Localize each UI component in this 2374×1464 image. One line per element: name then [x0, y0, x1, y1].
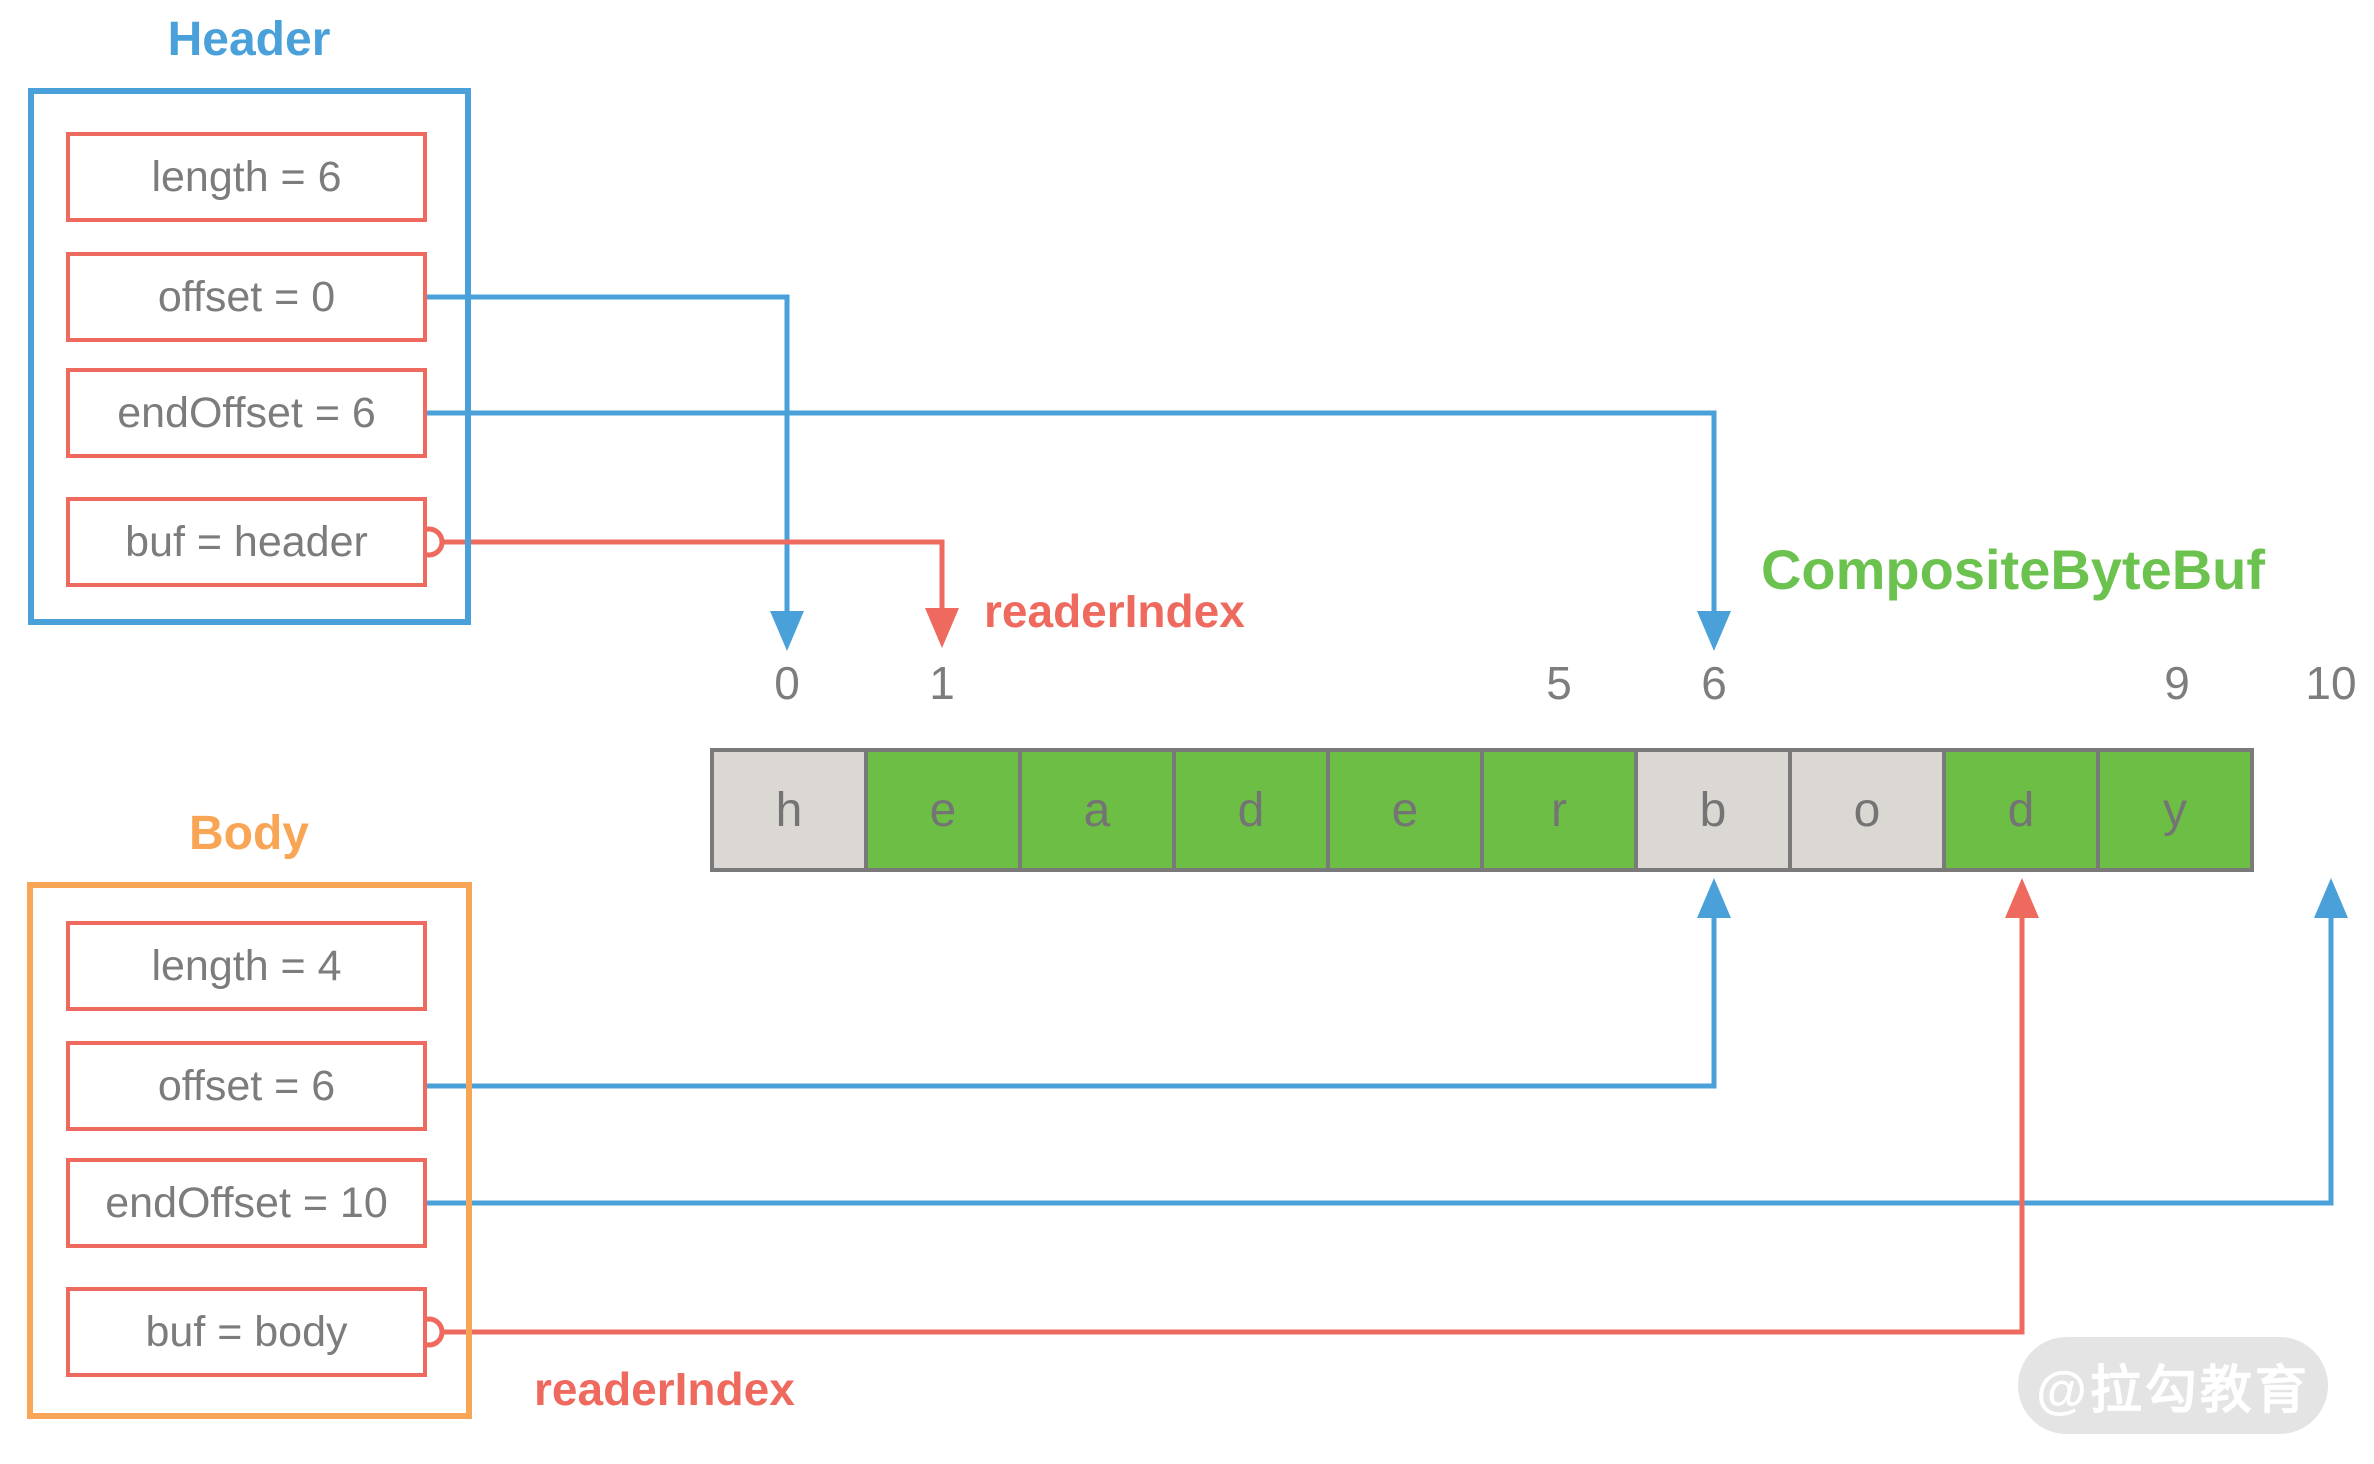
watermark-text: @拉勾教育	[2036, 1362, 2310, 1420]
header-buf-connector	[443, 539, 945, 608]
byte-cell: a	[1018, 752, 1172, 868]
index-label-0: 0	[774, 657, 800, 709]
composite-bytebuf-label: CompositeByteBuf	[1760, 538, 2266, 601]
body-panel-title: Body	[189, 807, 309, 860]
body-offset-connector	[427, 918, 1717, 1089]
header-field-endoffset: endOffset = 6	[66, 368, 427, 458]
index-label-10: 10	[2305, 657, 2357, 709]
byte-cell: d	[1172, 752, 1326, 868]
body-offset-arrowhead	[1697, 878, 1731, 918]
index-label-1: 1	[929, 657, 955, 709]
byte-cell: r	[1480, 752, 1634, 868]
header-offset-arrowhead	[770, 611, 804, 651]
index-label-5: 5	[1546, 657, 1572, 709]
body-field-offset: offset = 6	[66, 1041, 427, 1131]
reader-index-label-bottom: readerIndex	[534, 1363, 795, 1415]
byte-cell: o	[1788, 752, 1942, 868]
byte-cell: e	[1326, 752, 1480, 868]
header-panel-title: Header	[167, 13, 331, 66]
header-endoffset-arrowhead	[1697, 611, 1731, 651]
byte-cell: b	[1634, 752, 1788, 868]
header-buf-arrowhead	[925, 608, 959, 648]
byte-cell: d	[1942, 752, 2096, 868]
byte-cell: y	[2096, 752, 2250, 868]
body-panel-box	[27, 882, 472, 1419]
body-field-buf: buf = body	[66, 1287, 427, 1377]
reader-index-label-top: readerIndex	[984, 585, 1245, 637]
byte-cell: h	[714, 752, 864, 868]
byte-cell: e	[864, 752, 1018, 868]
header-field-buf: buf = header	[66, 497, 427, 587]
body-endoffset-arrowhead	[2314, 878, 2348, 918]
byte-array: h e a d e r b o d y	[710, 748, 2254, 872]
body-endoffset-connector	[427, 918, 2334, 1206]
index-label-6: 6	[1701, 657, 1727, 709]
header-panel-box	[28, 88, 471, 625]
header-endoffset-connector	[427, 410, 1717, 611]
header-offset-connector	[427, 294, 790, 611]
header-field-length: length = 6	[66, 132, 427, 222]
index-label-9: 9	[2164, 657, 2190, 709]
header-field-offset: offset = 0	[66, 252, 427, 342]
body-field-endoffset: endOffset = 10	[66, 1158, 427, 1248]
body-field-length: length = 4	[66, 921, 427, 1011]
body-buf-arrowhead	[2005, 878, 2039, 918]
watermark-badge: @拉勾教育	[2018, 1337, 2328, 1434]
body-buf-connector	[443, 918, 2025, 1335]
